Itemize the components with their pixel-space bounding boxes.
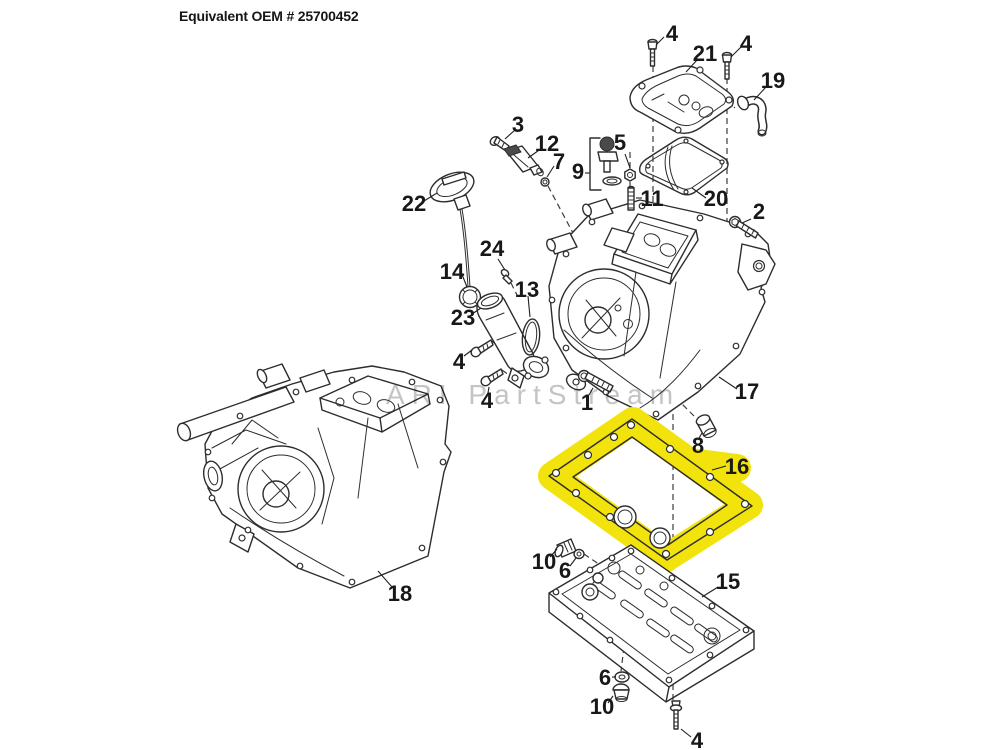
part-sensor-12[interactable]	[503, 144, 545, 177]
callout-4[interactable]: 4	[453, 349, 466, 374]
part-oil-pan-gasket-16-highlighted[interactable]	[538, 407, 763, 572]
callout-5[interactable]: 5	[614, 130, 626, 155]
dipstick-rod	[459, 208, 471, 288]
watermark-text: ARI PartStream	[386, 379, 680, 410]
part-bolt-1[interactable]	[577, 369, 614, 393]
part-crankcase-left-18[interactable]	[175, 363, 452, 589]
part-nut-5[interactable]	[624, 168, 636, 182]
callout-6[interactable]: 6	[559, 558, 571, 583]
bolt-boss-holes	[548, 202, 766, 418]
part-pressure-switch-9[interactable]	[589, 136, 622, 191]
callout-4[interactable]: 4	[740, 31, 753, 56]
callout-19[interactable]: 19	[761, 68, 785, 93]
part-stud-11[interactable]	[627, 185, 635, 211]
pan-rim-holes	[552, 547, 750, 684]
part-oring-13[interactable]	[521, 318, 542, 356]
part-oil-cap-22[interactable]	[426, 166, 478, 288]
part-seal-14[interactable]	[458, 285, 482, 309]
highlight-marker	[538, 407, 763, 572]
callout-2[interactable]: 2	[753, 199, 765, 224]
part-washer-6-upper[interactable]	[573, 548, 585, 560]
callout-12[interactable]: 12	[535, 131, 559, 156]
part-bolt-4-cover-left[interactable]	[647, 38, 658, 67]
part-drain-plug-10-lower[interactable]	[612, 683, 630, 702]
callout-4[interactable]: 4	[481, 388, 494, 413]
part-washer-6-lower[interactable]	[614, 671, 630, 683]
callout-17[interactable]: 17	[735, 379, 759, 404]
bolt-boss-holes	[204, 376, 447, 586]
callout-1[interactable]: 1	[581, 390, 593, 415]
part-bolt-4-tube-upper[interactable]	[469, 339, 494, 359]
part-bolt-4-tube-lower[interactable]	[479, 368, 504, 388]
part-crankcase-right-17[interactable]	[545, 198, 776, 421]
callout-10[interactable]: 10	[590, 694, 614, 719]
part-breather-hose-19[interactable]	[736, 95, 768, 137]
callout-10[interactable]: 10	[532, 549, 556, 574]
callout-20[interactable]: 20	[704, 186, 728, 211]
callout-labels: 4 21 4 19 3 12 7 5 9 11 20 2 22 14 24 13…	[388, 21, 785, 750]
callout-13[interactable]: 13	[515, 277, 539, 302]
part-bolt-2[interactable]	[728, 215, 759, 239]
part-oil-pan-15[interactable]	[548, 544, 755, 703]
part-valve-cover-21[interactable]	[629, 65, 735, 135]
callout-8[interactable]: 8	[692, 433, 704, 458]
callout-14[interactable]: 14	[440, 259, 465, 284]
part-valve-cover-gasket-20[interactable]	[638, 136, 729, 196]
callout-4[interactable]: 4	[691, 728, 704, 750]
part-filler-tube-23[interactable]	[475, 290, 552, 389]
callout-3[interactable]: 3	[512, 112, 524, 137]
part-bolt-4-pan[interactable]	[669, 700, 683, 730]
callout-7[interactable]: 7	[553, 149, 565, 174]
part-plug-10-upper[interactable]	[554, 538, 577, 558]
callout-6[interactable]: 6	[599, 665, 611, 690]
callout-16-highlighted[interactable]: 16	[725, 454, 749, 479]
pan-drain-slots	[592, 570, 718, 654]
callout-15[interactable]: 15	[716, 569, 740, 594]
callout-24[interactable]: 24	[480, 236, 505, 261]
part-bolt-24[interactable]	[500, 268, 513, 285]
callout-23[interactable]: 23	[451, 305, 475, 330]
callout-9[interactable]: 9	[572, 159, 584, 184]
callout-leader-lines	[377, 36, 767, 738]
oem-number-title: Equivalent OEM # 25700452	[179, 8, 359, 24]
callout-22[interactable]: 22	[402, 191, 426, 216]
part-oring-7[interactable]	[540, 177, 550, 187]
callout-11[interactable]: 11	[640, 186, 663, 211]
callout-21[interactable]: 21	[693, 41, 717, 66]
callout-4[interactable]: 4	[666, 21, 679, 46]
part-bolt-4-cover-right[interactable]	[721, 51, 733, 80]
part-dowel-bushing-8[interactable]	[695, 413, 718, 439]
callout-18[interactable]: 18	[388, 581, 412, 606]
